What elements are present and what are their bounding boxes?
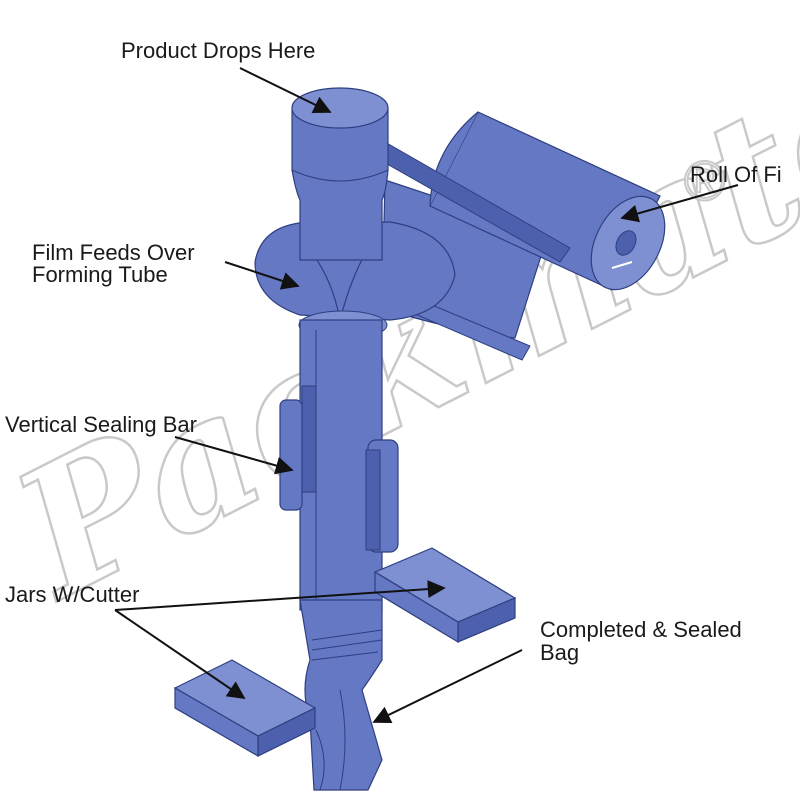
label-completed-line2: Bag	[540, 640, 579, 665]
arrow-vertical-sealing-bar	[174, 436, 294, 475]
label-vertical-sealing-bar: Vertical Sealing Bar	[5, 412, 197, 437]
annotation-arrows	[114, 67, 739, 724]
arrow-jaws-left	[114, 609, 246, 700]
arrow-film-feeds	[224, 261, 300, 290]
label-product-drops: Product Drops Here	[121, 38, 315, 63]
arrow-product-drops	[239, 67, 332, 113]
jaw-left	[173, 659, 317, 758]
jaw-right	[373, 547, 517, 644]
completed-bag	[299, 599, 383, 791]
product-hopper	[291, 87, 389, 261]
arrow-jaws-right	[114, 580, 446, 611]
watermark-text: Packmate	[0, 19, 800, 639]
label-jaws-cutter: Jars W/Cutter	[5, 582, 139, 607]
labels: Product Drops Here Roll Of Fi Film Feeds…	[5, 38, 782, 665]
hopper-opening	[291, 87, 389, 129]
film-roll-core	[615, 230, 637, 256]
label-completed-line1: Completed & Sealed	[540, 617, 742, 642]
vertical-sealing-bar	[279, 385, 399, 553]
film-roll	[379, 111, 666, 361]
registered-mark: ®	[684, 149, 725, 212]
arrow-roll-of-film	[620, 184, 739, 223]
arrow-completed-bag	[372, 649, 523, 724]
label-film-feeds-line2: Forming Tube	[32, 262, 168, 287]
watermark: Packmate ®	[0, 18, 800, 641]
label-roll-of-film: Roll Of Fi	[690, 162, 782, 187]
label-film-feeds-line1: Film Feeds Over	[32, 240, 195, 265]
